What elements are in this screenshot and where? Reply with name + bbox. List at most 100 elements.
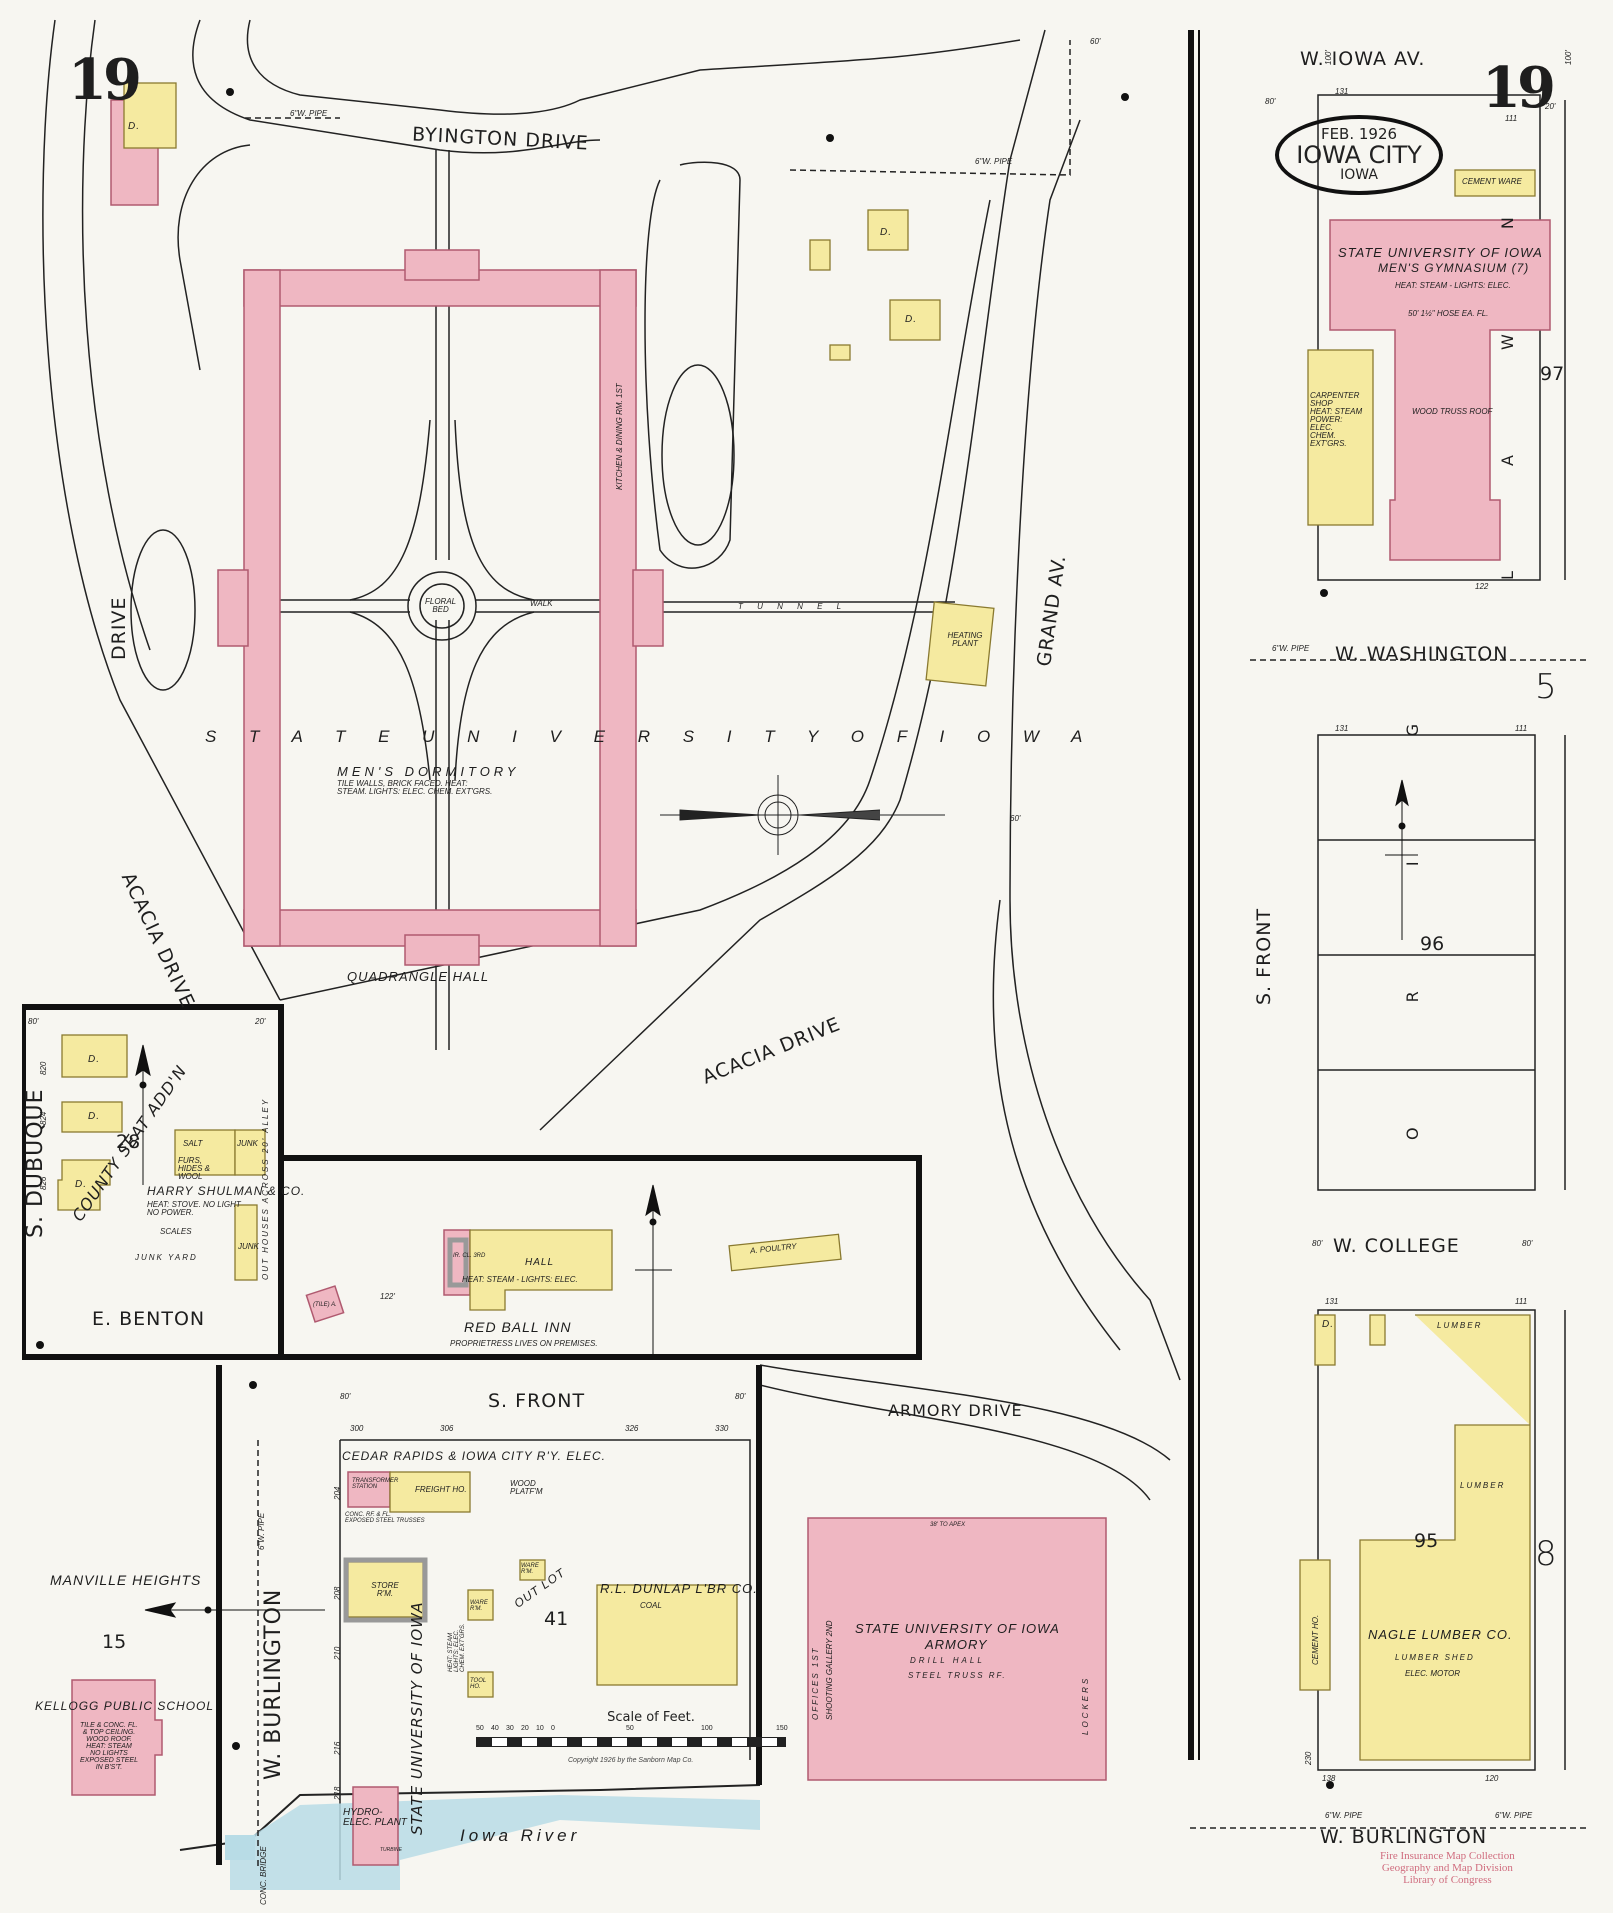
heating-plant: HEATING PLANT: [947, 631, 983, 648]
address-122: 122: [1475, 582, 1489, 591]
dunlap-coal: COAL: [640, 1601, 662, 1610]
block-96: 96: [1420, 933, 1445, 955]
hydro-plant: HYDRO- ELEC. PLANT: [343, 1807, 407, 1828]
address-138: 138: [1322, 1774, 1336, 1783]
scale-ticks: 50 40 30 20 10 0 50 100 150: [476, 1725, 788, 1732]
address-111-low: 111: [1515, 1297, 1528, 1306]
kellogg-notes: TILE & CONC. FL. & TOP CEILING. WOOD ROO…: [80, 1722, 138, 1771]
hall-label: HALL: [525, 1257, 555, 1268]
dwelling-label: D.: [88, 1111, 100, 1122]
address-330: 330: [715, 1424, 729, 1433]
address-111-mid: 111: [1515, 724, 1528, 733]
address-820: 820: [39, 1061, 48, 1075]
cedar-rapids-name: CEDAR RAPIDS & IOWA CITY R'Y. ELEC.: [342, 1449, 607, 1463]
shulman-scales: SCALES: [160, 1227, 192, 1236]
hall-notes: HEAT: STEAM - LIGHTS: ELEC.: [462, 1275, 578, 1284]
dwelling-label: D.: [128, 121, 140, 132]
street-w-burlington-left: W. BURLINGTON: [261, 1588, 286, 1780]
title-cartouche: FEB. 1926 IOWA CITY IOWA: [1275, 115, 1443, 195]
block-97: 97: [1540, 363, 1565, 385]
kitchen-label: KITCHEN & DINING RM. 1ST: [615, 383, 624, 490]
gym-roof: WOOD TRUSS ROOF: [1412, 407, 1493, 416]
red-ball-inn-name: RED BALL INN: [464, 1319, 572, 1335]
kellogg-name: KELLOGG PUBLIC SCHOOL: [35, 1699, 215, 1713]
armory-offices: OFFICES 1ST: [811, 1646, 820, 1720]
dormitory-notes: TILE WALLS, BRICK FACED. HEAT: STEAM. LI…: [337, 779, 493, 796]
floral-bed-label: FLORAL BED: [425, 597, 457, 614]
block-95: 95: [1414, 1530, 1439, 1552]
nagle-shed: LUMBER SHED: [1395, 1653, 1475, 1662]
dwelling-label: D.: [1322, 1319, 1334, 1330]
dunlap-name: R.L. DUNLAP L'BR CO.: [600, 1581, 758, 1596]
street-s-front-right: S. FRONT: [1253, 907, 1275, 1005]
pipe-byington: 6"W. PIPE: [290, 109, 328, 118]
nagle-name: NAGLE LUMBER CO.: [1368, 1627, 1513, 1642]
dim-100-left: 100': [1324, 50, 1333, 65]
address-826: 826: [39, 1176, 48, 1190]
dim-80-dubuque: 80': [28, 1017, 39, 1026]
carpenter-shop: CARPENTER SHOP HEAT: STEAM POWER: ELEC. …: [1310, 391, 1363, 448]
distance-122: 122': [380, 1292, 395, 1301]
address-120: 120: [1485, 1774, 1499, 1783]
turbine-label: TURBINE: [380, 1847, 402, 1853]
address-131-top: 131: [1335, 87, 1349, 96]
ware-room-1: WARE R'M.: [521, 1563, 539, 1575]
shulman-junk-2: JUNK: [238, 1242, 259, 1251]
map-date: FEB. 1926: [1320, 125, 1398, 143]
sheet-number-right: 19: [1482, 55, 1556, 121]
pipe-washington: 6"W. PIPE: [1272, 644, 1310, 653]
address-111-top: 111: [1505, 114, 1518, 123]
street-drive: DRIVE: [108, 596, 130, 660]
address-326: 326: [625, 1424, 639, 1433]
junk-yard: JUNK YARD: [135, 1253, 198, 1262]
pipe-burlington-left: 6"W. PIPE: [257, 1512, 266, 1550]
alley-label: OUT HOUSES ACROSS 20' ALLEY: [261, 1097, 270, 1280]
dim-80-front-r: 80': [735, 1392, 746, 1401]
address-131-mid: 131: [1335, 724, 1349, 733]
scale-bar: Scale of Feet. 50 40 30 20 10 0 50 100 1…: [476, 1710, 788, 1747]
dormitory-banner: S T A T E U N I V E R S I T Y O F I O W …: [205, 727, 1097, 746]
armory-lockers: LOCKERS: [1081, 1675, 1090, 1735]
gym-notes: HEAT: STEAM - LIGHTS: ELEC.: [1395, 281, 1511, 290]
block-41: 41: [544, 1608, 569, 1630]
armory-roof: STEEL TRUSS RF.: [908, 1671, 1007, 1680]
shulman-notes: HEAT: STOVE. NO LIGHT NO POWER.: [147, 1200, 241, 1217]
dim-20-alley: 20': [255, 1017, 266, 1026]
walk-label: WALK: [530, 599, 553, 608]
address-300: 300: [350, 1424, 364, 1433]
armory-drill: DRILL HALL: [910, 1656, 985, 1665]
address-216: 216: [333, 1741, 342, 1755]
shulman-salt: SALT: [183, 1139, 203, 1148]
block-15: 15: [102, 1631, 127, 1653]
cement-house: CEMENT HO.: [1311, 1614, 1320, 1665]
dim-100-right: 100': [1564, 50, 1573, 65]
street-armory-drive: ARMORY DRIVE: [888, 1401, 1023, 1420]
gym-hose: 50' 1½" HOSE EA. FL.: [1408, 309, 1489, 318]
library-stamp: Fire Insurance Map Collection Geography …: [1380, 1850, 1515, 1886]
street-w-burlington-right: W. BURLINGTON: [1320, 1826, 1488, 1848]
address-210: 210: [333, 1646, 342, 1660]
nagle-motor: ELEC. MOTOR: [1405, 1669, 1460, 1678]
dim-80-front-l: 80': [340, 1392, 351, 1401]
street-w-college: W. COLLEGE: [1333, 1235, 1460, 1257]
scale-title: Scale of Feet.: [607, 1710, 695, 1725]
transformer-station: TRANSFORMER STATION: [352, 1478, 399, 1490]
address-230: 230: [1304, 1751, 1313, 1765]
original-town-upper: L A W N: [1498, 167, 1517, 580]
cement-ware: CEMENT WARE: [1462, 177, 1522, 186]
lumber-1: LUMBER: [1437, 1321, 1483, 1330]
original-town-lower: O R I G: [1403, 663, 1422, 1140]
adjacent-sheet-8: 8: [1535, 1534, 1557, 1574]
adjacent-sheet-5: 5: [1535, 667, 1557, 707]
map-city: IOWA CITY: [1296, 141, 1422, 169]
tile-a-label: (TILE) A.: [313, 1302, 337, 1308]
dwelling-label: D.: [905, 314, 917, 325]
pipe-burlington-2: 6"W. PIPE: [1495, 1811, 1533, 1820]
block-28: 28: [116, 1131, 141, 1153]
dormitory-name: MEN'S DORMITORY: [337, 764, 520, 779]
sheet-number-left: 19: [68, 47, 142, 113]
dwelling-label: D.: [75, 1179, 87, 1190]
quadrangle-hall-label: QUADRANGLE HALL: [347, 969, 490, 984]
state-univ-vertical-label: STATE UNIVERSITY OF IOWA: [408, 1601, 426, 1836]
